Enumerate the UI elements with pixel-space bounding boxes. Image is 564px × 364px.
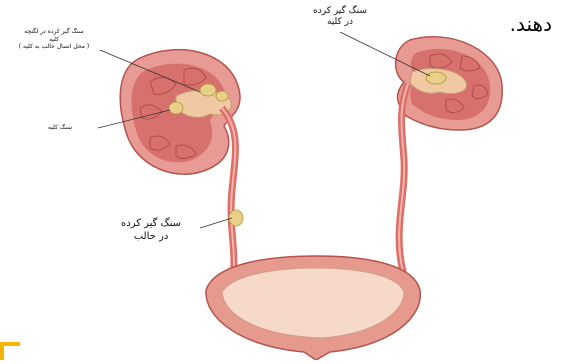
label-stone-pelvis: سنگ گیر کرده در لگنچه کلیه ( محل اتصال ح… (4, 28, 104, 51)
label-stone-ureter: سنگ گیر کرده در حالب (96, 218, 206, 243)
stone-kidney (169, 102, 183, 114)
bladder (206, 256, 420, 360)
stone-pelvis (200, 84, 216, 96)
caption-text: دهند. (510, 12, 552, 36)
corner-accent (0, 340, 22, 360)
stone-right-kidney (426, 72, 446, 84)
right-kidney (396, 37, 503, 130)
label-stone-kidney-right: سنگ گیر کرده در کلیه (280, 6, 400, 29)
label-stone-kidney-left: سنگ کلیه (20, 124, 100, 132)
